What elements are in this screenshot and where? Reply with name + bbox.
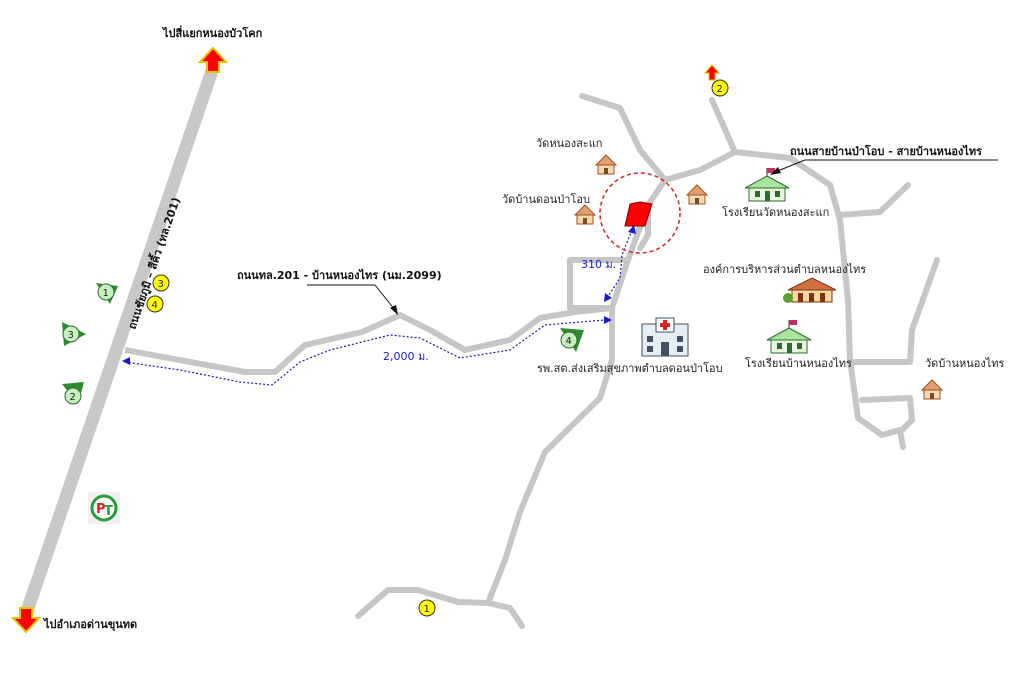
svg-text:P: P [96, 502, 106, 517]
marker-yellow-4: 4 [146, 295, 164, 313]
label-temple-nong-sa-kae: วัดหนองสะแก [536, 137, 602, 150]
branch-road [124, 305, 613, 375]
label-school-ban-nong-sai: โรงเรียนบ้านหนองไทร [745, 356, 852, 370]
branch-road-pointer-head [390, 305, 398, 315]
marker-yellow-3: 3 [152, 274, 170, 292]
label-sao-nong-sai: องค์การบริหารส่วนตำบลหนองไทร [703, 263, 866, 276]
svg-text:1: 1 [424, 604, 430, 615]
label-branch-road: ถนนทล.201 - บ้านหนองไทร (นม.2099) [237, 268, 442, 282]
label-dist-310: 310 ม. [581, 258, 616, 271]
marker-yellow-1: 1 [418, 599, 436, 617]
label-temple-don-pa-op: วัดบ้านดอนป่าโอบ [502, 192, 590, 206]
temple-icon [573, 204, 597, 225]
svg-text:4: 4 [566, 336, 572, 347]
school-icon [744, 168, 790, 202]
temple-icon [685, 184, 709, 205]
route-2000-arrow-start [122, 357, 130, 365]
route-310 [606, 229, 633, 299]
small-north-arrow-icon [703, 64, 721, 81]
label-to-north: ไปสี่แยกหนองบัวโคก [161, 25, 263, 40]
temple-icon [920, 379, 944, 400]
route-2000-arrow-end [604, 316, 612, 324]
marker-green-1: 1 [96, 283, 118, 304]
marker-green-2: 2 [62, 382, 84, 405]
marker-green-4: 4 [560, 328, 584, 352]
label-village-road: ถนนสายบ้านป่าโอบ - สายบ้านหนองไทร [790, 144, 982, 158]
marker-yellow-2: 2 [711, 79, 729, 97]
branch-road-pointer [374, 284, 396, 311]
svg-text:T: T [104, 504, 113, 519]
route-310-arrow-start [604, 293, 612, 302]
label-temple-nong-sai: วัดบ้านหนองไทร [925, 357, 1005, 370]
svg-text:2: 2 [717, 84, 723, 95]
government-office-icon [783, 277, 837, 303]
south-arrow-icon [10, 607, 42, 634]
target-circle [599, 172, 681, 254]
highway-road [19, 65, 220, 617]
village-road-pointer-head [770, 167, 781, 175]
svg-text:2: 2 [70, 392, 76, 403]
label-health-center: รพ.สต.ส่งเสริมสุขภาพตำบลดอนป่าโอบ [537, 361, 723, 375]
label-to-south: ไปอำเภอด่านขุนทด [42, 617, 137, 632]
route-2000 [124, 319, 606, 386]
hospital-icon [641, 317, 689, 357]
svg-text:3: 3 [68, 330, 74, 341]
north-arrow-icon [197, 46, 229, 73]
temple-icon [594, 154, 618, 175]
pt-logo-icon: P T [88, 492, 120, 524]
marker-green-3: 3 [62, 322, 86, 346]
svg-text:1: 1 [103, 288, 109, 299]
target-building-icon [624, 201, 653, 227]
svg-text:4: 4 [152, 300, 158, 311]
svg-text:3: 3 [158, 279, 164, 290]
label-dist-2000: 2,000 ม. [383, 350, 429, 363]
route-310-arrow-end [628, 225, 636, 234]
school-icon [766, 320, 812, 354]
label-school-wat-nong-sa-kae: โรงเรียนวัดหนองสะแก [722, 205, 829, 219]
village-road-pointer [774, 159, 806, 173]
